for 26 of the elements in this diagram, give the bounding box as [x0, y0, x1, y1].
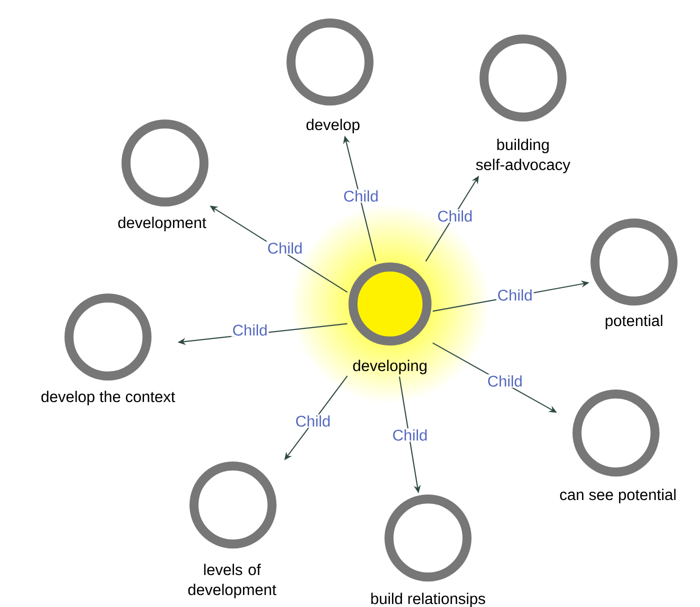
circle-node: development	[118, 120, 208, 232]
edge-label: Child	[391, 428, 429, 442]
circle-node: develop the context	[41, 294, 176, 406]
circle-node: can see potential	[560, 390, 676, 504]
edge-label: Child	[294, 414, 332, 428]
circle-node: build relationsips	[371, 494, 486, 607]
circle-node: potential	[590, 218, 678, 330]
circle-node: building self-advocacy	[476, 34, 570, 174]
node-label: develop the context	[41, 390, 176, 406]
edge-label: Child	[231, 323, 269, 337]
node-label: build relationsips	[371, 592, 486, 607]
edge-label: Child	[486, 374, 524, 388]
edge-label: Child	[496, 288, 534, 302]
node-label: can see potential	[560, 488, 676, 504]
node-label: development	[118, 216, 206, 232]
circle-node: levels of development	[188, 462, 276, 598]
edge-label: Child	[342, 189, 380, 203]
node-label: develop	[306, 118, 360, 134]
node-label: building self-advocacy	[476, 138, 570, 174]
node-label: potential	[606, 314, 662, 330]
circle-node: develop	[286, 18, 374, 134]
glowing-circle-node: developing	[348, 262, 432, 374]
node-label: developing	[353, 360, 426, 374]
edge-label: Child	[436, 209, 474, 223]
edge-label: Child	[266, 241, 304, 255]
node-label: levels of development	[188, 564, 276, 598]
